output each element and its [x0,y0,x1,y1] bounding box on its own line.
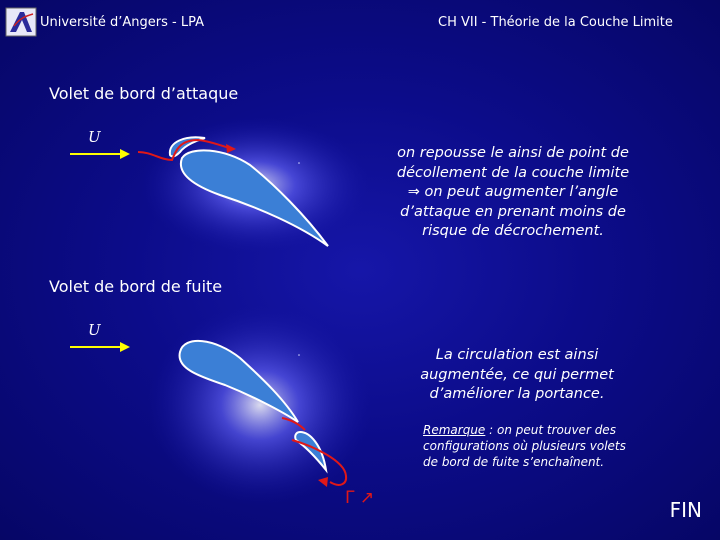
flow-line-flap [291,439,348,486]
velocity-label-top: U [88,128,101,146]
text-line: décollement de la couche limite [396,164,630,181]
text-line: de bord de fuite s’enchaînent. [423,455,605,469]
text-line: risque de décrochement. [422,223,604,239]
circulation-increase: Γ ↗ [345,488,375,508]
text-line: d’améliorer la portance. [429,386,605,402]
leading-flap-title: Volet de bord d’attaque [49,84,239,103]
velocity-arrow-bottom [70,342,130,352]
trailing-flap-explanation: La circulation est ainsi augmentée, ce q… [398,346,636,405]
text-line: : on peut trouver des [485,423,616,437]
text-line: ⇒ on peut augmenter l’angle [407,184,619,200]
main-airfoil-top [179,149,329,247]
text-line: on repousse le ainsi de point de [397,145,629,161]
trailing-flap-title: Volet de bord de fuite [49,277,223,296]
velocity-arrow-top [70,149,130,159]
main-airfoil-bottom [178,339,299,423]
flow-line-gap [281,417,306,431]
remark-label: Remarque [423,423,486,437]
flow-line-top [137,138,231,162]
university-logo [5,7,37,37]
header-chapter: CH VII - Théorie de la Couche Limite [438,15,673,30]
leading-flap-explanation: on repousse le ainsi de point de décolle… [382,144,644,242]
trailing-flap [294,430,328,474]
velocity-label-bottom: U [88,321,101,339]
header-university: Université d’Angers - LPA [40,15,204,30]
text-line: La circulation est ainsi [435,347,599,363]
remark-note: Remarque : on peut trouver des configura… [423,422,693,470]
text-line: augmentée, ce qui permet [420,366,614,383]
end-label: FIN [669,498,702,522]
text-line: d’attaque en prenant moins de [400,203,626,220]
text-line: configurations où plusieurs volets [423,439,626,453]
